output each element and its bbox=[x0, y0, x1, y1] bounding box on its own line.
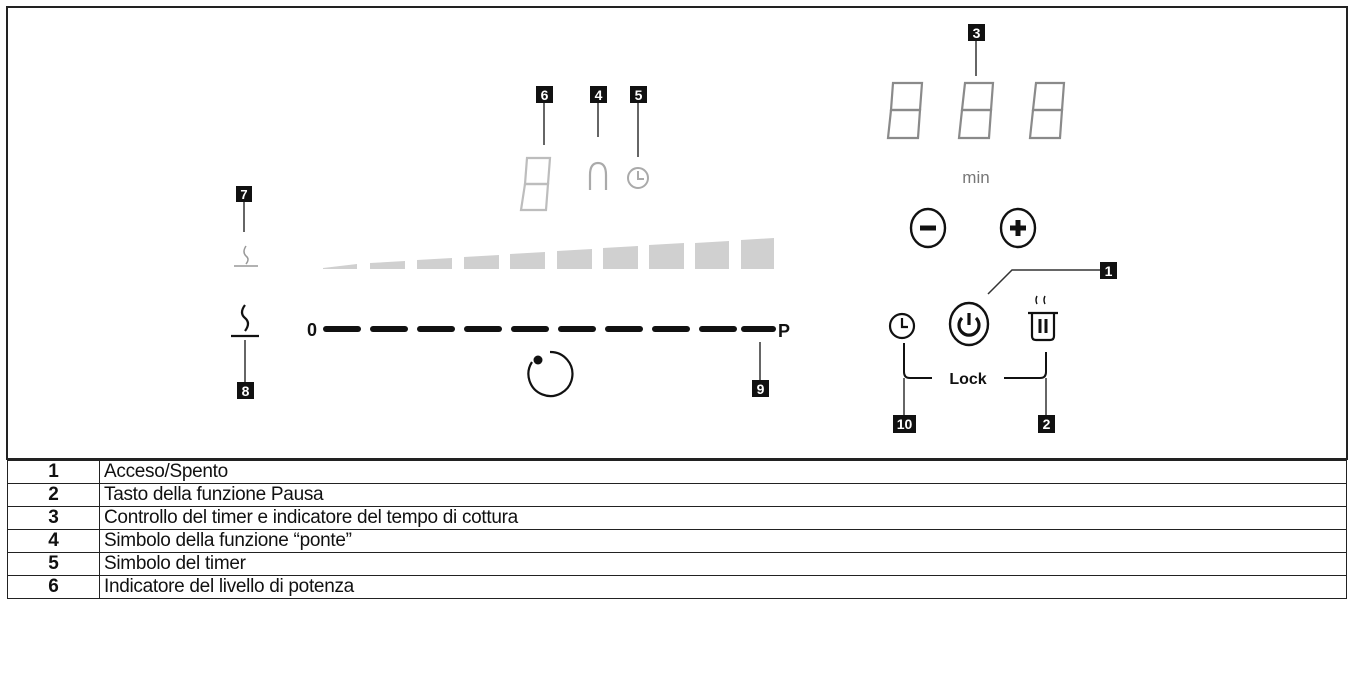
legend-number: 2 bbox=[7, 483, 100, 507]
legend-row: 3 Controllo del timer e indicatore del t… bbox=[7, 506, 1347, 530]
callout-8-number: 8 bbox=[242, 383, 250, 399]
legend-number: 6 bbox=[7, 575, 100, 599]
legend-description: Simbolo del timer bbox=[99, 552, 1347, 576]
timer-unit-label: min bbox=[962, 168, 989, 187]
callout-7: 7 bbox=[236, 186, 252, 232]
callout-3: 3 bbox=[968, 24, 985, 76]
callout-1: 1 bbox=[987, 262, 1117, 295]
legend-table: 1 Acceso/Spento 2 Tasto della funzione P… bbox=[7, 460, 1347, 599]
callout-9-number: 9 bbox=[757, 381, 765, 397]
callout-3-number: 3 bbox=[973, 25, 981, 41]
callout-7-number: 7 bbox=[240, 187, 247, 202]
keep-warm-button-icon[interactable] bbox=[231, 304, 259, 338]
callout-4-number: 4 bbox=[595, 87, 603, 103]
lock-bracket bbox=[903, 343, 1047, 379]
legend-number: 5 bbox=[7, 552, 100, 576]
power-level-bars bbox=[323, 238, 774, 269]
legend-number: 1 bbox=[7, 460, 100, 484]
callout-9: 9 bbox=[752, 342, 769, 397]
callout-4: 4 bbox=[590, 86, 607, 137]
callout-6: 6 bbox=[536, 86, 553, 145]
lock-label: Lock bbox=[949, 371, 986, 388]
slider-min-label: 0 bbox=[307, 320, 317, 340]
power-level-display bbox=[519, 156, 552, 212]
callout-10: 10 bbox=[893, 378, 916, 433]
legend-row: 5 Simbolo del timer bbox=[7, 552, 1347, 576]
callout-2: 2 bbox=[1038, 378, 1055, 433]
slider-max-label: P bbox=[778, 321, 790, 341]
slider-reset-icon[interactable] bbox=[527, 350, 574, 398]
callout-2-number: 2 bbox=[1043, 416, 1051, 432]
legend-description: Simbolo della funzione “ponte” bbox=[99, 529, 1347, 553]
control-panel-diagram: 6 4 5 7 8 bbox=[6, 6, 1348, 460]
timer-minus-button[interactable] bbox=[909, 207, 947, 249]
legend-description: Controllo del timer e indicatore del tem… bbox=[99, 506, 1347, 530]
legend-number: 3 bbox=[7, 506, 100, 530]
bridge-function-icon bbox=[588, 161, 608, 190]
legend-row: 1 Acceso/Spento bbox=[7, 460, 1347, 484]
legend-description: Acceso/Spento bbox=[99, 460, 1347, 484]
callout-5: 5 bbox=[630, 86, 647, 157]
callout-10-number: 10 bbox=[897, 416, 913, 432]
timer-key-icon[interactable] bbox=[888, 312, 916, 340]
timer-plus-button[interactable] bbox=[999, 207, 1037, 249]
pause-key-icon[interactable] bbox=[1028, 295, 1058, 342]
keep-warm-indicator-icon bbox=[234, 245, 258, 267]
timer-symbol-icon bbox=[627, 167, 649, 189]
callout-5-number: 5 bbox=[635, 87, 643, 103]
legend-row: 2 Tasto della funzione Pausa bbox=[7, 483, 1347, 507]
legend-description: Tasto della funzione Pausa bbox=[99, 483, 1347, 507]
callout-1-number: 1 bbox=[1105, 263, 1113, 279]
timer-display bbox=[886, 81, 1066, 140]
panel-frame bbox=[6, 6, 1348, 460]
legend-row: 6 Indicatore del livello di potenza bbox=[7, 575, 1347, 599]
callout-6-number: 6 bbox=[541, 87, 549, 103]
legend-row: 4 Simbolo della funzione “ponte” bbox=[7, 529, 1347, 553]
callout-8: 8 bbox=[237, 340, 254, 399]
power-button[interactable] bbox=[948, 301, 990, 347]
legend-description: Indicatore del livello di potenza bbox=[99, 575, 1347, 599]
legend-number: 4 bbox=[7, 529, 100, 553]
